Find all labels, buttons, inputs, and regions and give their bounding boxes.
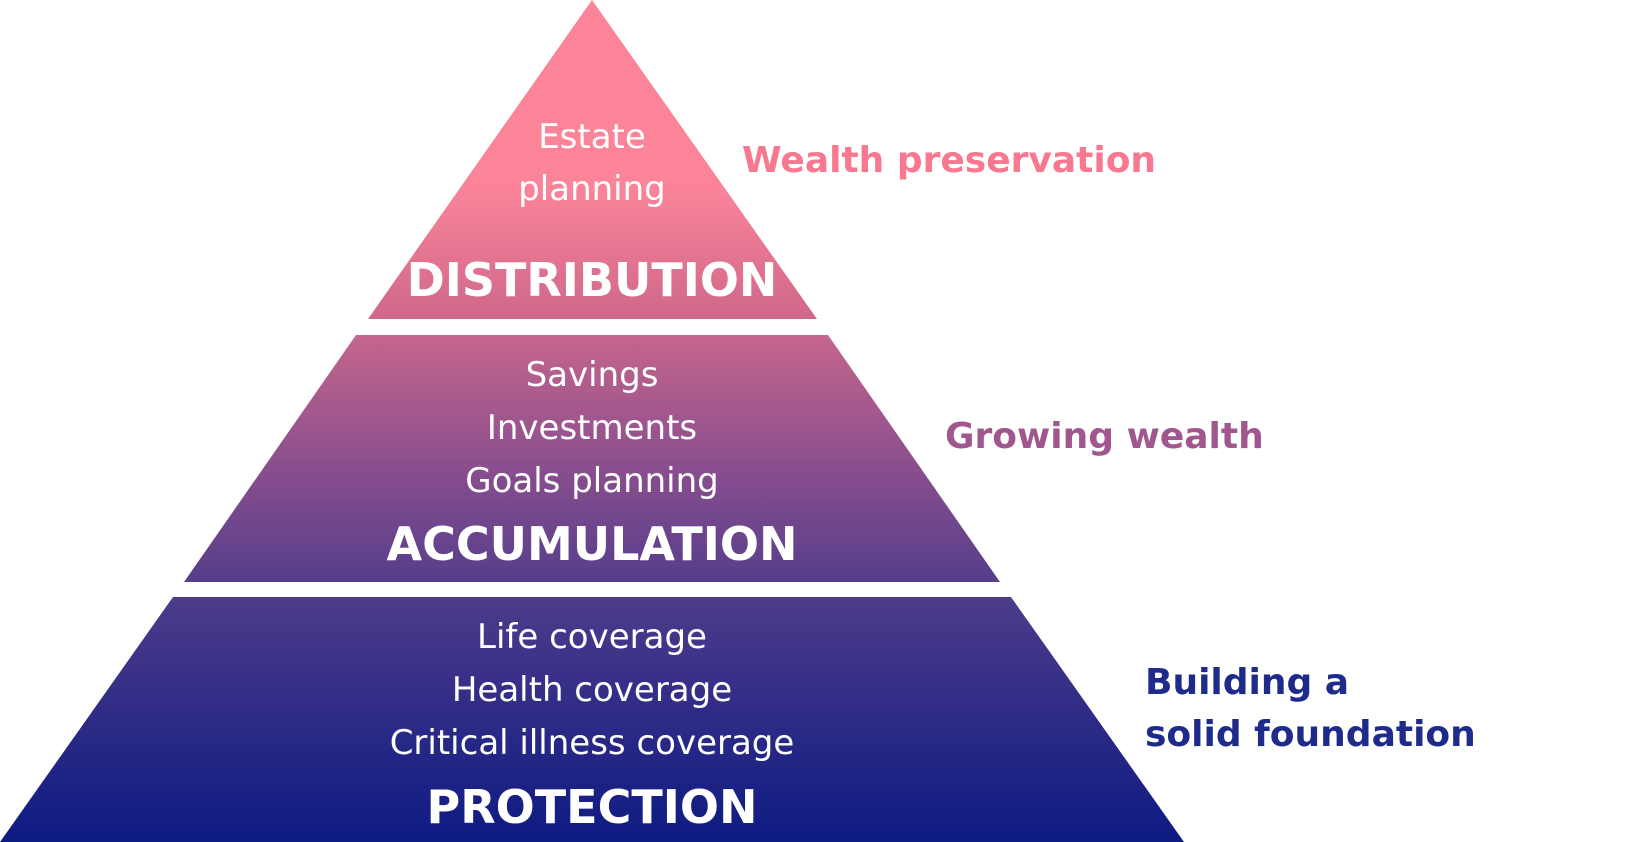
side-label-solid-foundation: solid foundation <box>1145 714 1476 755</box>
side-label-wealth-preservation: Wealth preservation <box>742 140 1156 181</box>
tier-title: ACCUMULATION <box>386 517 797 571</box>
tier-item: planning <box>518 169 666 209</box>
tier-title: DISTRIBUTION <box>407 253 778 307</box>
tier-item: Estate <box>538 117 646 157</box>
tier-distribution-shape <box>368 0 817 319</box>
tier-item: Health coverage <box>452 670 732 710</box>
tier-item: Life coverage <box>477 617 707 657</box>
side-label-solid-foundation: Building a <box>1145 662 1349 703</box>
tier-item: Savings <box>526 355 659 395</box>
tier-protection-shape <box>0 597 1184 842</box>
tier-item: Investments <box>487 408 697 448</box>
tier-accumulation: Savings Investments Goals planning ACCUM… <box>184 335 1000 582</box>
tier-item: Critical illness coverage <box>390 723 795 763</box>
tier-item: Goals planning <box>465 461 719 501</box>
tier-distribution: Estate planning DISTRIBUTION <box>368 0 817 319</box>
side-label-growing-wealth: Growing wealth <box>945 416 1264 457</box>
tier-accumulation-shape <box>184 335 1000 582</box>
tier-protection: Life coverage Health coverage Critical i… <box>0 597 1184 842</box>
tier-title: PROTECTION <box>427 780 758 834</box>
